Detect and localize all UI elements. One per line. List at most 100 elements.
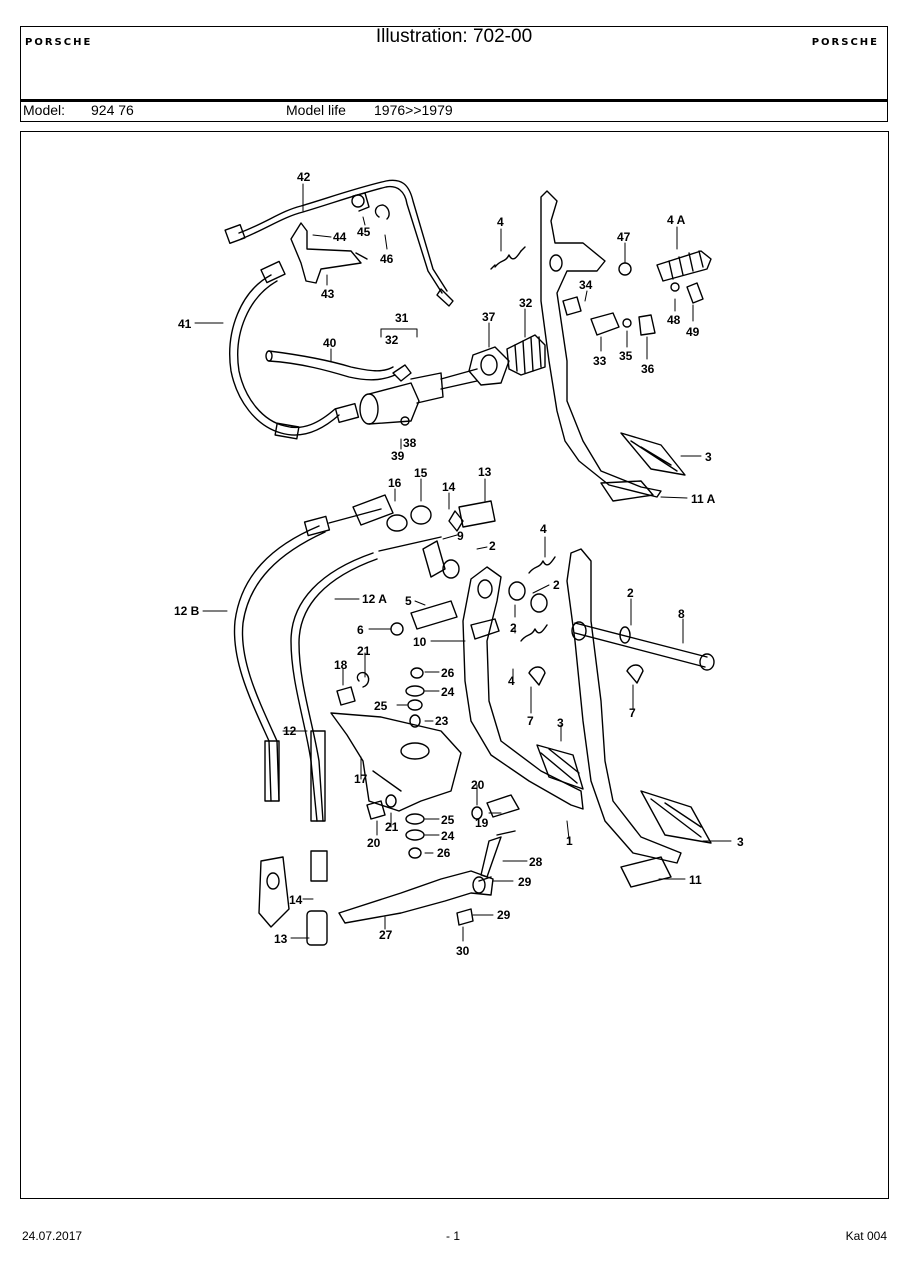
callout-49: 49 xyxy=(686,325,700,339)
exploded-diagram: 42 44 45 46 43 41 40 31 32 37 32 38 39 4… xyxy=(174,170,744,958)
callout-12A: 12 A xyxy=(362,592,387,606)
gasket-37 xyxy=(468,346,510,386)
callout-32-boot: 32 xyxy=(519,296,533,310)
master-cylinder-31 xyxy=(359,364,478,426)
callout-26-lower: 26 xyxy=(437,846,451,860)
shaft-8 xyxy=(574,622,715,671)
callout-30: 30 xyxy=(456,944,470,958)
bushings-2-7 xyxy=(442,559,644,686)
callout-4-mid: 4 xyxy=(540,522,547,536)
pedal-upper xyxy=(540,190,686,502)
springs-4-lower xyxy=(520,556,556,642)
model-label: Model: xyxy=(23,102,66,118)
flex-hose-41 xyxy=(229,260,360,440)
callout-37: 37 xyxy=(482,310,496,324)
page-title: Illustration: 702-00 xyxy=(375,26,533,47)
callout-3-upper: 3 xyxy=(705,450,712,464)
callout-31: 31 xyxy=(395,311,409,325)
callout-29-lower: 29 xyxy=(497,908,511,922)
callout-13-lower: 13 xyxy=(274,932,288,946)
callout-11: 11 xyxy=(689,873,702,887)
callout-9: 9 xyxy=(457,529,464,543)
callout-43: 43 xyxy=(321,287,335,301)
callout-2-b: 2 xyxy=(553,578,560,592)
footer-catalog: Kat 004 xyxy=(845,1229,887,1243)
callout-21-lower: 21 xyxy=(385,820,399,834)
callout-29-upper: 29 xyxy=(518,875,532,889)
clutch-pedal-assembly xyxy=(462,566,584,810)
hardware-18-26 xyxy=(336,667,520,859)
porsche-logo-left: PORSCHE xyxy=(25,37,93,48)
callout-45: 45 xyxy=(357,225,371,239)
cable-12 xyxy=(290,536,442,822)
cable-12B xyxy=(233,508,382,802)
model-life-label: Model life xyxy=(286,102,346,118)
parts-illustration: 42 44 45 46 43 41 40 31 32 37 32 38 39 4… xyxy=(20,131,889,1199)
callout-4-lower: 4 xyxy=(508,674,515,688)
callout-16: 16 xyxy=(388,476,402,490)
callout-36: 36 xyxy=(641,362,655,376)
callout-3-clutch: 3 xyxy=(557,716,564,730)
callout-11A: 11 A xyxy=(691,492,716,506)
callout-40: 40 xyxy=(323,336,337,350)
callout-19: 19 xyxy=(475,816,489,830)
adjuster-4A xyxy=(618,250,712,304)
callout-34: 34 xyxy=(579,278,593,292)
callout-15: 15 xyxy=(414,466,428,480)
callout-18: 18 xyxy=(334,658,348,672)
callout-35: 35 xyxy=(619,349,633,363)
boot-32 xyxy=(506,334,546,376)
callout-24-lower: 24 xyxy=(441,829,455,843)
callout-10: 10 xyxy=(413,635,427,649)
callout-14-upper: 14 xyxy=(442,480,456,494)
callout-2-c: 2 xyxy=(510,621,517,635)
clip-45-46 xyxy=(351,192,390,220)
callout-13-upper: 13 xyxy=(478,465,492,479)
lever-27 xyxy=(338,830,516,926)
leader-lines xyxy=(194,183,732,942)
reservoir-hose-40 xyxy=(265,350,396,381)
brake-pedal-lower xyxy=(566,548,712,888)
bracket-17 xyxy=(330,712,462,812)
callout-5: 5 xyxy=(405,594,412,608)
callout-6: 6 xyxy=(357,623,364,637)
callout-3-brake: 3 xyxy=(737,835,744,849)
model-life-value: 1976>>1979 xyxy=(374,102,453,118)
callout-2-shaft: 2 xyxy=(627,586,634,600)
pushrod-33-36 xyxy=(562,296,656,336)
callout-48: 48 xyxy=(667,313,681,327)
callout-labels: 42 44 45 46 43 41 40 31 32 37 32 38 39 4… xyxy=(174,170,744,958)
callout-28: 28 xyxy=(529,855,543,869)
header-rule xyxy=(21,99,887,102)
callout-12B: 12 B xyxy=(174,604,200,618)
cable-ends xyxy=(258,730,328,946)
callout-41: 41 xyxy=(178,317,192,331)
callout-12: 12 xyxy=(283,724,297,738)
callout-32-cylinder: 32 xyxy=(385,333,399,347)
callout-33: 33 xyxy=(593,354,607,368)
clutch-line-42 xyxy=(224,179,454,307)
callout-1: 1 xyxy=(566,834,573,848)
callout-20-lower: 20 xyxy=(367,836,381,850)
spring-4-upper xyxy=(490,246,526,270)
callout-25-lower: 25 xyxy=(441,813,455,827)
callout-44: 44 xyxy=(333,230,347,244)
callout-27: 27 xyxy=(379,928,393,942)
callout-20-upper: 20 xyxy=(471,778,485,792)
callout-24-upper: 24 xyxy=(441,685,455,699)
callout-25-upper: 25 xyxy=(374,699,388,713)
model-row: Model: 924 76 Model life 1976>>1979 xyxy=(21,102,887,121)
clevis-5-10 xyxy=(390,540,500,640)
callout-21-upper: 21 xyxy=(357,644,371,658)
callout-7-left: 7 xyxy=(527,714,534,728)
porsche-logo-right: PORSCHE xyxy=(811,37,879,48)
callout-46: 46 xyxy=(380,252,394,266)
callout-4A: 4 A xyxy=(667,213,686,227)
callout-7-right: 7 xyxy=(629,706,636,720)
sleeves-13-16 xyxy=(352,494,496,532)
model-value: 924 76 xyxy=(91,102,134,118)
callout-42: 42 xyxy=(297,170,311,184)
callout-47: 47 xyxy=(617,230,631,244)
callout-4-upper: 4 xyxy=(497,215,504,229)
footer-date: 24.07.2017 xyxy=(22,1229,83,1243)
